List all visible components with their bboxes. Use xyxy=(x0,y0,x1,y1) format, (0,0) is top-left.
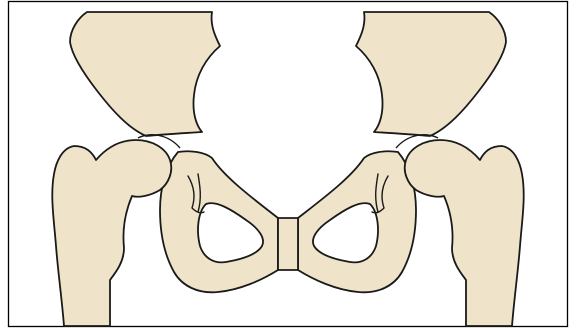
right-pubis-ischium xyxy=(298,151,416,292)
right-ilium xyxy=(356,12,506,136)
left-pubis-ischium xyxy=(160,151,278,292)
left-femur xyxy=(52,140,171,326)
right-femur xyxy=(405,140,524,326)
left-ilium xyxy=(70,12,220,136)
pubic-symphysis xyxy=(278,218,298,270)
